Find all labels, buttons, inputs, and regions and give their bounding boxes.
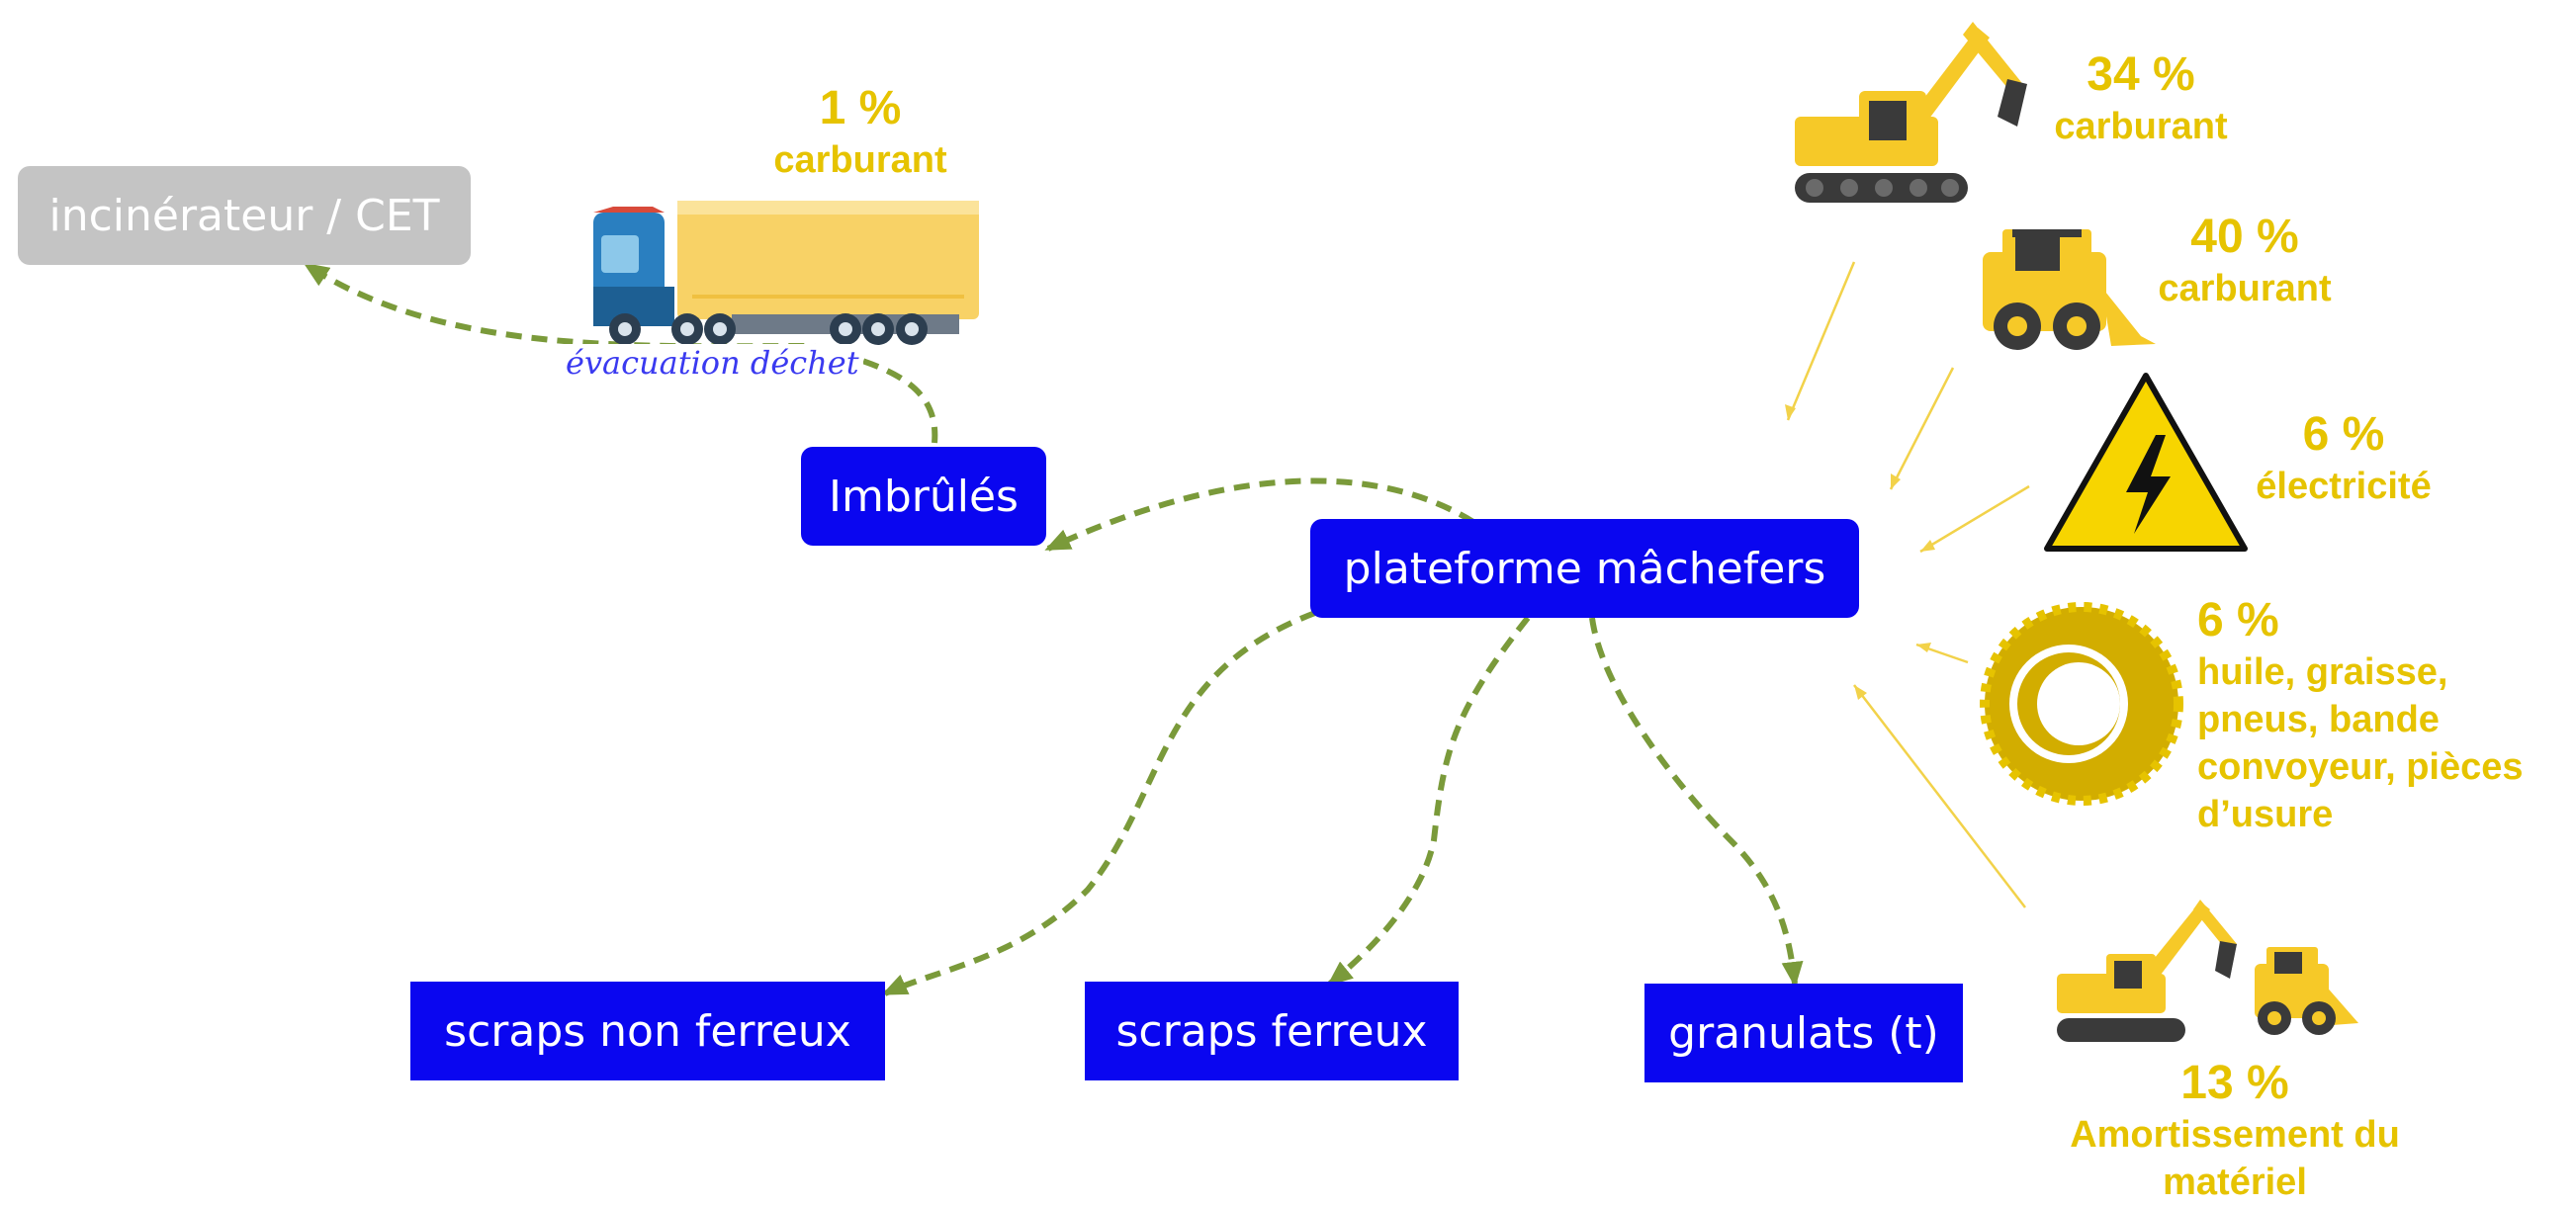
cost-loader-label: carburant [2158,268,2332,309]
node-unburnt: Imbrûlés [801,447,1046,546]
cost-loader: 40 % carburant [2136,210,2354,312]
cost-truck-pct: 1 % [819,82,902,134]
node-granulates: granulats (t) [1644,984,1963,1082]
cost-electricity-label: électricité [2256,466,2432,507]
node-incinerator: incinérateur / CET [18,166,471,265]
cost-truck: 1 % carburant [761,81,959,184]
cost-consumables-line: convoyeur, pièces [2197,746,2524,788]
skid-loader-icon [1983,229,2156,350]
cost-depreciation-line: matériel [2163,1162,2307,1203]
flow-platform-to-granulates [1589,617,1804,988]
evacuation-label: évacuation déchet [562,344,863,382]
cost-excavator-label: carburant [2054,106,2228,147]
cost-loader-pct: 40 % [2190,211,2299,263]
cost-consumables: 6 % huile, graisse, pneus, bande convoye… [2197,593,2573,838]
tire-icon [1980,602,2183,806]
cost-arrow-loader [1889,367,1955,490]
cost-consumables-pct: 6 % [2197,594,2279,646]
cost-depreciation: 13 % Amortissement du matériel [2037,1056,2433,1206]
truck-icon [593,201,979,345]
cost-electricity-pct: 6 % [2302,408,2385,461]
cost-arrow-depreciation [1853,684,2026,908]
cost-excavator: 34 % carburant [2032,47,2250,150]
cost-depreciation-line: Amortissement du [2070,1114,2400,1156]
cost-electricity: 6 % électricité [2230,407,2457,510]
cost-consumables-line: huile, graisse, [2197,651,2448,693]
cost-arrow-electricity [1919,484,2030,554]
cost-excavator-pct: 34 % [2087,48,2195,101]
cost-consumables-line: pneus, bande [2197,699,2440,740]
excavator-icon [1795,22,2027,203]
cost-depreciation-pct: 13 % [2180,1057,2289,1109]
flow-platform-to-nonferrous [881,610,1317,996]
cost-arrow-excavator [1786,261,1856,421]
flow-platform-to-unburnt [1044,477,1475,552]
cost-consumables-line: d’usure [2197,794,2334,835]
machinery-icon [2057,900,2358,1042]
node-scrap-nonferrous: scraps non ferreux [410,982,885,1080]
node-platform: plateforme mâchefers [1310,519,1859,618]
node-scrap-ferrous: scraps ferreux [1085,982,1459,1080]
cost-truck-label: carburant [773,139,947,181]
flow-platform-to-ferrous [1326,616,1531,987]
high-voltage-icon [2044,373,2248,552]
